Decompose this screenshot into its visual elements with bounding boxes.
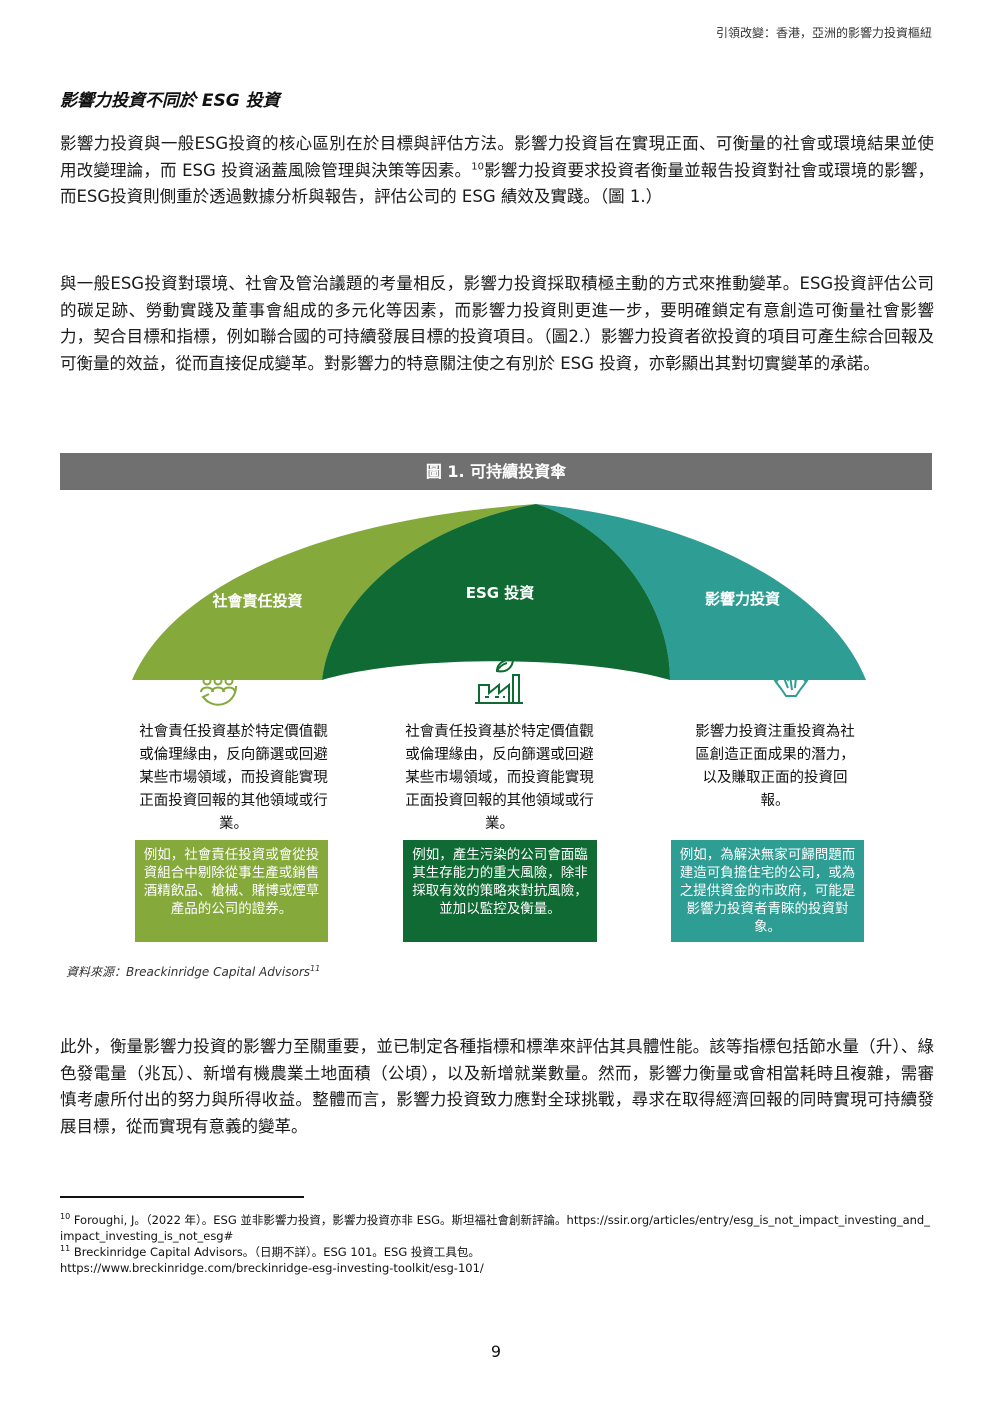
footnote-10-number: 10 (60, 1212, 71, 1222)
label-esg: ESG 投資 (465, 584, 535, 602)
page-number: 9 (490, 1342, 502, 1361)
label-sri: 社會責任投資 (212, 592, 303, 610)
figure-title: 圖 1. 可持續投資傘 (60, 453, 932, 490)
umbrella-graphic (132, 504, 866, 680)
impact-example-box: 例如，為解決無家可歸問題而建造可負擔住宅的公司，或為之提供資金的市政府，可能是影… (671, 840, 864, 942)
figure-source: 資料來源：Breackinridge Capital Advisors11 (66, 963, 320, 980)
umbrella-left-panel (132, 504, 536, 680)
sri-description: 社會責任投資基於特定價值觀或倫理緣由，反向篩選或回避某些市場領域，而投資能實現正… (139, 724, 328, 832)
section-heading: 影響力投資不同於 ESG 投資 (60, 91, 280, 111)
footnote-ref-11[interactable]: 11 (310, 964, 321, 973)
footnote-11: 11 Breckinridge Capital Advisors。（日期不詳）。… (60, 1244, 930, 1260)
label-impact: 影響力投資 (704, 590, 780, 608)
footnote-10-text[interactable]: Foroughi, J。（2022 年）。ESG 並非影響力投資，影響力投資亦非… (60, 1213, 930, 1243)
sri-example-box: 例如，社會責任投資或會從投資組合中剔除從事生產或銷售酒精飲品、槍械、賭博或煙草產… (135, 840, 328, 942)
footnote-divider (60, 1196, 304, 1198)
footnote-ref-10[interactable]: 10 (471, 161, 484, 172)
footnote-11-number: 11 (60, 1244, 71, 1254)
people-cycle-icon (198, 660, 238, 706)
paragraph-2: 與一般ESG投資對環境、社會及管治議題的考量相反，影響力投資採取積極主動的方式來… (60, 274, 934, 373)
esg-description: 社會責任投資基於特定價值觀或倫理緣由，反向篩選或回避某些市場領域，而投資能實現正… (405, 724, 594, 832)
esg-example-box: 例如，產生污染的公司會面臨其生存能力的重大風險，除非採取有效的策略來對抗風險，並… (403, 840, 597, 942)
factory-leaf-icon (475, 657, 523, 704)
paragraph-1-text-b: 影響力投資要求投資者衡量並報告投資對社會或環境的影響，而ESG投資則側重於透過數… (60, 160, 934, 207)
footnote-11-text: Breckinridge Capital Advisors。（日期不詳）。ESG… (73, 1245, 480, 1259)
joined-hands-icon (763, 663, 819, 697)
footnote-11-link[interactable]: https://www.breckinridge.com/breckinridg… (60, 1261, 484, 1275)
paragraph-3: 此外，衡量影響力投資的影響力至關重要，並已制定各種指標和標準來評估其具體性能。該… (60, 1037, 934, 1136)
paragraph-1-text-a: 影響力投資與一般ESG投資的核心區別在於目標與評估方法。影響力投資旨在實現正面、… (60, 134, 934, 180)
running-header: 引領改變：香港，亞洲的影響力投資樞紐 (715, 26, 932, 40)
footnotes: 10 Foroughi, J。（2022 年）。ESG 並非影響力投資，影響力投… (60, 1212, 930, 1276)
umbrella-right-panel (536, 504, 866, 680)
umbrella-middle-panel (322, 504, 670, 680)
paragraph-1: 影響力投資與一般ESG投資的核心區別在於目標與評估方法。影響力投資旨在實現正面、… (60, 131, 934, 211)
footnote-10: 10 Foroughi, J。（2022 年）。ESG 並非影響力投資，影響力投… (60, 1212, 930, 1244)
figure-source-text: 資料來源：Breackinridge Capital Advisors (66, 965, 311, 979)
impact-description: 影響力投資注重投資為社區創造正面成果的潛力，以及賺取正面的投資回報。 (695, 724, 855, 809)
